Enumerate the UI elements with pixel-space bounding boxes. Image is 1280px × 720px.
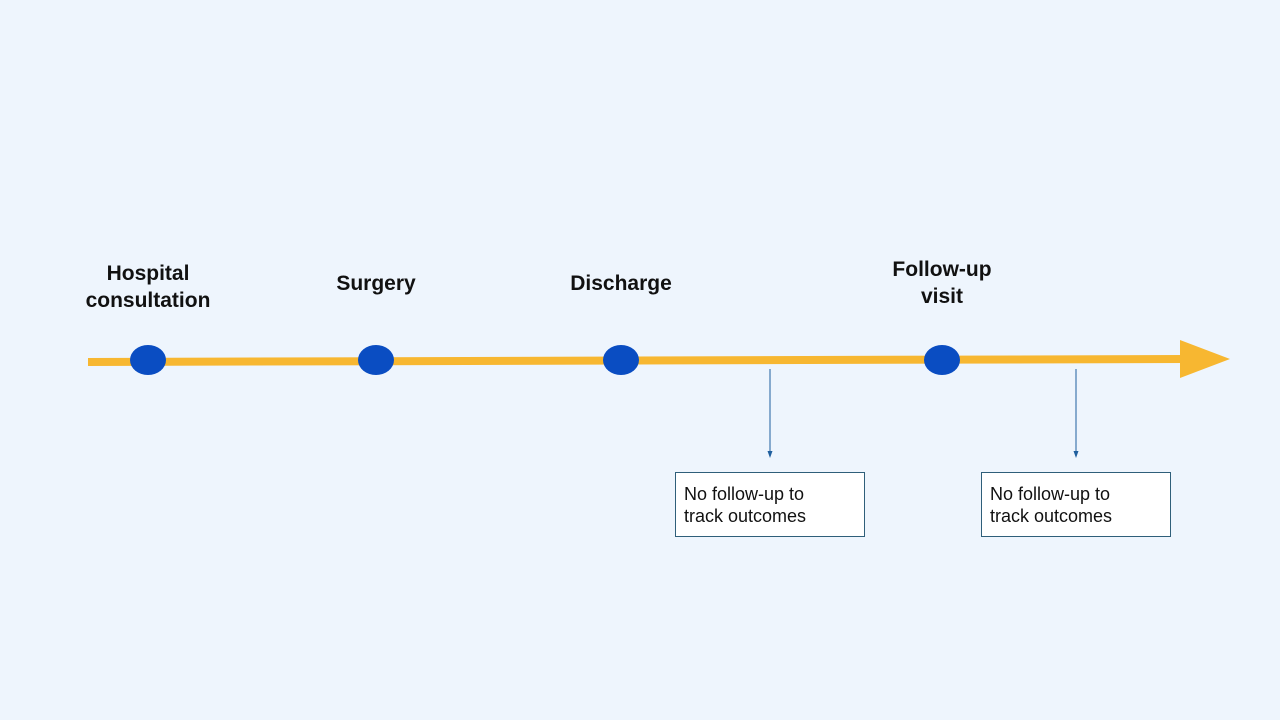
milestone-label-text: Surgery [336,272,416,295]
timeline-arrowhead [1180,340,1230,378]
milestone-node-discharge [603,345,639,375]
milestone-label-text: Discharge [570,272,672,295]
milestone-label-text: Follow-up visit [892,258,992,308]
note-box-no-follow-up-2: No follow-up to track outcomes [981,472,1171,537]
note-pointer-arrowhead-2 [1073,451,1079,458]
milestone-node-hospital-consultation [130,345,166,375]
milestone-node-follow-up-visit [924,345,960,375]
milestone-label-discharge: Discharge [541,270,701,297]
note-text: No follow-up to track outcomes [990,484,1113,526]
note-pointer-arrowhead-1 [767,451,773,458]
note-text: No follow-up to track outcomes [684,484,807,526]
milestone-node-surgery [358,345,394,375]
milestone-label-follow-up-visit: Follow-up visit [862,256,1022,310]
milestone-label-text: Hospital consultation [85,262,211,312]
milestone-label-hospital-consultation: Hospital consultation [68,260,228,314]
milestone-label-surgery: Surgery [296,270,456,297]
note-box-no-follow-up-1: No follow-up to track outcomes [675,472,865,537]
